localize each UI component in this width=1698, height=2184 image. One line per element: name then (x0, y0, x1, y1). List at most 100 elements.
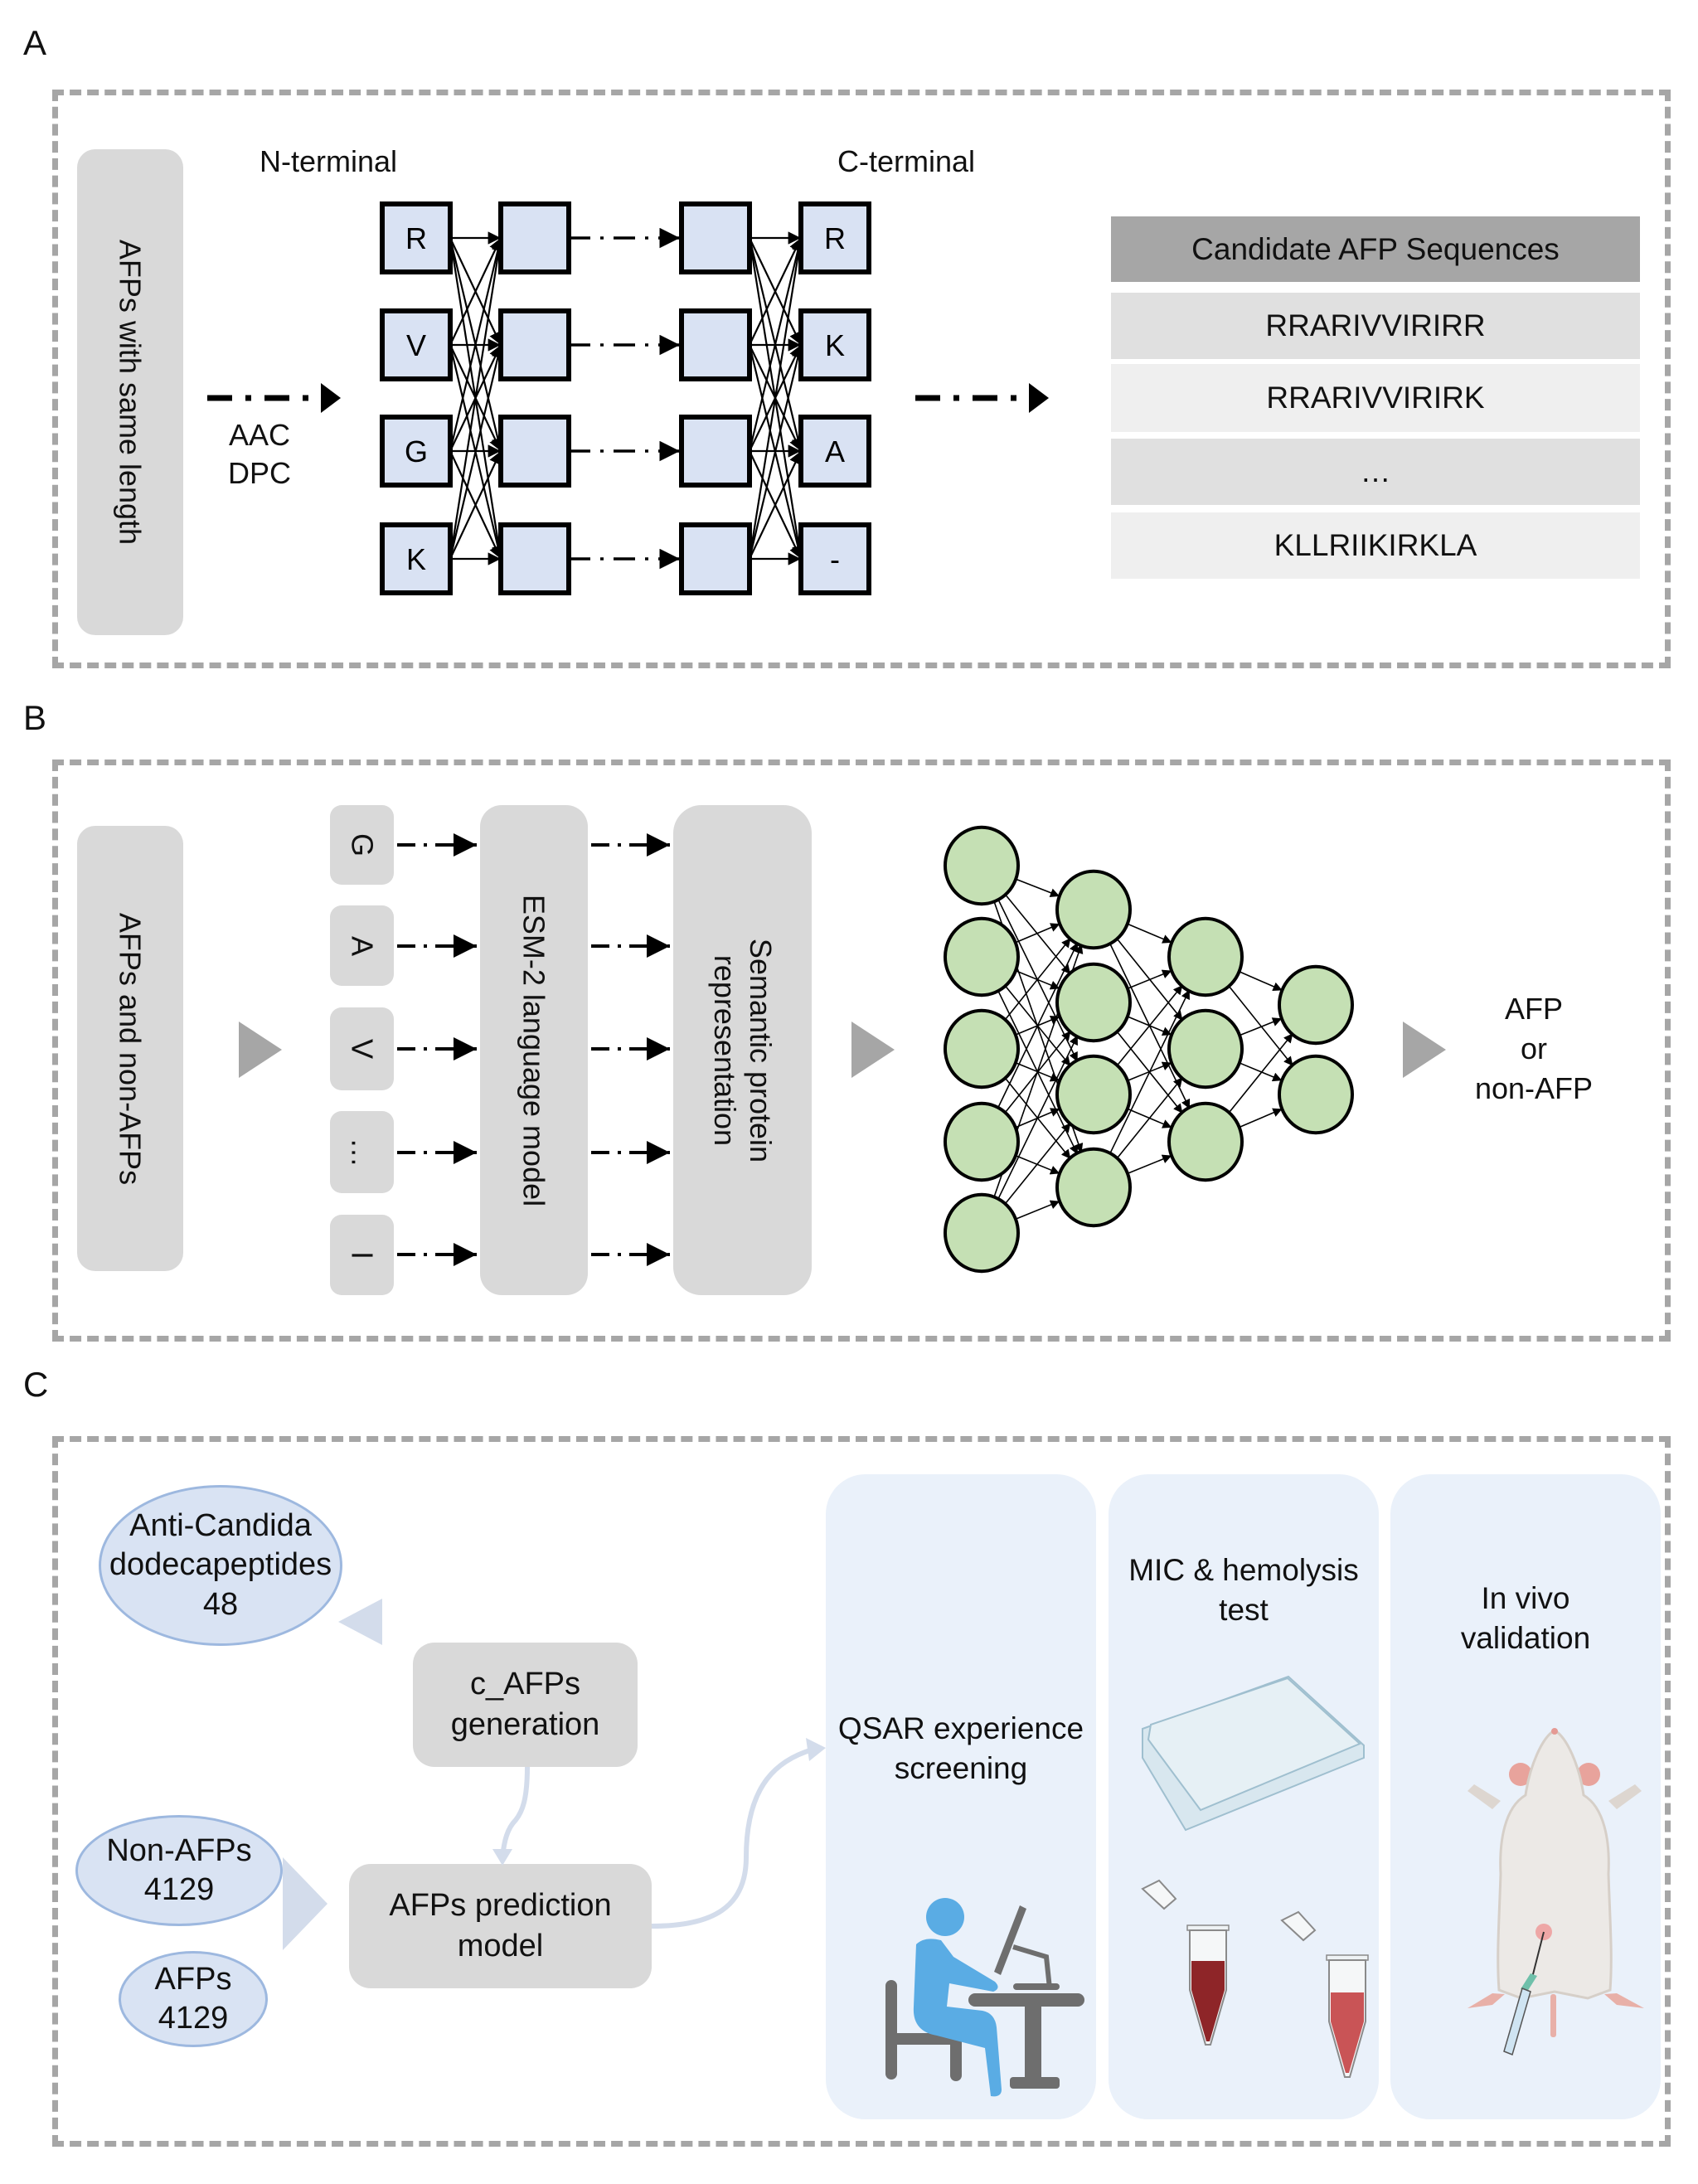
nn-edge (1239, 970, 1283, 992)
arrow-head-icon (492, 1849, 512, 1866)
generation-line-2: generation (450, 1707, 600, 1742)
feature-aac: AAC (228, 418, 291, 452)
panel-c-label: C (23, 1365, 49, 1404)
arrow-to-prediction-icon (283, 1857, 327, 1950)
mouse-injection-icon (1468, 1728, 1644, 2056)
residue-label: V (406, 328, 426, 362)
nn-edge (1015, 1200, 1060, 1221)
panel-a-border (52, 90, 1671, 668)
nn-edge (1239, 1062, 1283, 1082)
in-vivo-title-line-1: In vivo (1481, 1581, 1570, 1615)
nn-node (944, 1101, 1020, 1182)
connection-edge (748, 344, 804, 560)
classification-output: AFP or non-AFP (1468, 989, 1600, 1109)
qsar-title-line-1: QSAR experience (837, 1711, 1084, 1745)
connection-edge (449, 344, 504, 560)
panel-a-label: A (23, 23, 47, 62)
mic-title-line-1: MIC & hemolysis (1128, 1553, 1359, 1587)
qsar-title-line-2: screening (894, 1751, 1028, 1786)
feature-dpc: DPC (227, 456, 291, 490)
residue-node (498, 308, 571, 381)
nn-node (1167, 1008, 1244, 1090)
anti-candida-ellipse: Anti-Candida dodecapeptides 48 (99, 1485, 342, 1646)
nn-edge (1003, 937, 1072, 1022)
qsar-title: QSAR experience screening (826, 1709, 1096, 1788)
well-plate-icon (1142, 1675, 1365, 1832)
nn-edge (1004, 1122, 1071, 1206)
arrow-head-icon (1029, 383, 1049, 413)
residue-label: R (824, 221, 846, 255)
residue-label: A (825, 434, 845, 468)
nn-node (1167, 1101, 1244, 1182)
c-afps-generation-box: c_AFPs generation (413, 1643, 638, 1767)
nn-edge (1127, 969, 1172, 990)
nn-node (1167, 916, 1244, 997)
arrow-head-icon (321, 383, 341, 413)
panel-b-input-box: AFPs and non-AFPs (77, 826, 183, 1271)
anti-candida-line-2: dodecapeptides (109, 1547, 332, 1583)
nn-edge (1127, 923, 1172, 944)
panel-a-input-box: AFPs with same length (77, 149, 183, 635)
nn-edge (1109, 989, 1191, 1155)
nn-edge (1116, 984, 1183, 1067)
token-box: A (330, 905, 394, 986)
arrow-to-anti-candida-icon (338, 1599, 382, 1645)
residue-label: G (405, 434, 428, 468)
token-box: G (330, 805, 394, 885)
candidate-table-header: Candidate AFP Sequences (1111, 216, 1640, 282)
flow-triangle-icon (851, 1022, 895, 1078)
residue-node (498, 201, 571, 274)
semantic-representation-box: Semantic protein representation (673, 805, 812, 1295)
residue-node (679, 201, 752, 274)
panel-c-border (52, 1436, 1671, 2147)
residue-label: R (405, 221, 427, 255)
residue-node (679, 415, 752, 488)
residue-node (798, 415, 871, 488)
nn-node (1055, 962, 1132, 1043)
generation-to-prediction-connector (500, 1766, 530, 1858)
nn-edge (1015, 878, 1060, 898)
connection-edge (749, 237, 802, 346)
nn-node (1055, 1054, 1132, 1135)
nn-edge (1239, 1017, 1283, 1036)
person-at-computer-icon (885, 1898, 1084, 2097)
nn-node (944, 1008, 1020, 1090)
residue-node (498, 522, 571, 595)
residue-node (380, 522, 453, 595)
nn-edge (997, 1035, 1079, 1201)
connection-edge (449, 237, 502, 346)
connection-edge (449, 237, 506, 560)
residue-node (380, 201, 453, 274)
candidate-sequence-row: RRARIVVIRIRK (1111, 364, 1640, 432)
n-terminal-label: N-terminal (260, 144, 398, 178)
connection-edge (748, 237, 806, 560)
nn-node (944, 916, 1020, 997)
connection-edge (748, 237, 804, 452)
panel-b-border (52, 760, 1671, 1342)
c-terminal-label: C-terminal (837, 144, 976, 178)
residue-node (380, 415, 453, 488)
non-afps-count: 4129 (143, 1872, 215, 1907)
afps-prediction-model-box: AFPs prediction model (349, 1864, 652, 1988)
panel-b-label: B (23, 698, 47, 737)
nn-edge (997, 942, 1079, 1109)
token-box: … (330, 1111, 394, 1193)
nn-edge (1127, 1154, 1172, 1175)
output-non-afp: non-AFP (1474, 1071, 1594, 1105)
residue-node (798, 308, 871, 381)
nn-edge (1239, 1108, 1283, 1128)
candidate-sequence-row: KLLRIIKIRKLA (1111, 512, 1640, 579)
nn-edge (1227, 984, 1294, 1067)
anti-candida-count: 48 (202, 1586, 239, 1622)
residue-node (679, 522, 752, 595)
residue-node (798, 522, 871, 595)
non-afps-label: Non-AFPs (106, 1832, 252, 1868)
nn-edge (1004, 893, 1071, 975)
mic-title: MIC & hemolysis test (1109, 1551, 1379, 1630)
in-vivo-title-line-2: validation (1460, 1621, 1591, 1656)
connection-edge (449, 450, 502, 560)
candidate-sequence-row: … (1111, 439, 1640, 505)
residue-label: - (830, 542, 840, 576)
